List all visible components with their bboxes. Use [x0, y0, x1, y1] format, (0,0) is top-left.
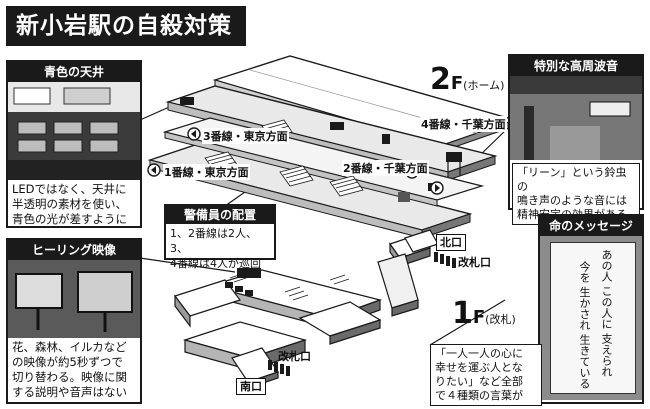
high-frequency-line: 鳴き声のような音には [517, 194, 627, 207]
guards-text: 1、2番線は2人、3、 4番線は4人が巡回 [166, 224, 274, 273]
panel-healing-video: ヒーリング映像 花、森林、イルカなど の映像が約5秒ずつで 切り替わる。映像に関… [6, 238, 142, 404]
track-3-label: 3番線・東京方面 [202, 128, 289, 144]
life-message-line: で４種類の言葉が [435, 389, 523, 402]
healing-heading: ヒーリング映像 [8, 240, 140, 260]
healing-photo [8, 260, 140, 338]
blue-ceiling-text: LEDではなく、天井に 半透明の素材を使い、 青色の光が差すように [8, 180, 140, 229]
track-1-label: 1番線・東京方面 [163, 164, 250, 180]
floor-1f-suffix: F [472, 307, 486, 328]
concourse-stairs [229, 272, 350, 301]
healing-line: 切り替わる。映像に関 [12, 370, 127, 384]
high-frequency-photo [510, 76, 642, 160]
south-exit-label: 南口 [236, 378, 266, 395]
poster-line: あの人 この人に 支えられ [600, 249, 613, 377]
north-gate-label: 改札口 [458, 256, 491, 269]
ceiling-photo-art [8, 82, 140, 180]
life-message-poster: あの人 この人に 支えられ 今を 生かされ 生きている [540, 236, 642, 400]
healing-photo-art [8, 260, 140, 338]
poster-board: あの人 この人に 支えられ 今を 生かされ 生きている [550, 242, 636, 394]
north-exit-label: 北口 [436, 234, 466, 251]
poster-line: 今を 生かされ 生きている [578, 261, 591, 389]
healing-line: する説明や音声はない [12, 385, 127, 399]
blue-ceiling-line: LEDではなく、天井に [12, 182, 127, 196]
floor-1f-name: (改札) [485, 313, 516, 326]
panel-life-message: 命のメッセージ あの人 この人に 支えられ 今を 生かされ 生きている [538, 214, 644, 404]
blue-ceiling-line: 青色の光が差すように [12, 212, 127, 226]
page-title: 新小岩駅の自殺対策 [6, 6, 246, 46]
track-2-label: 2番線・千葉方面 [342, 160, 429, 176]
panel-guards: 警備員の配置 1、2番線は2人、3、 4番線は4人が巡回 [164, 204, 276, 270]
floor-2f-label: 2F(ホーム) [430, 62, 504, 97]
high-frequency-line: 「リーン」という鈴虫の [517, 166, 627, 193]
life-message-callout: 「一人一人の心に 幸せを運ぶ人とな りたい」など全部 で４種類の言葉が [430, 344, 542, 406]
life-message-line: 幸せを運ぶ人とな [435, 361, 523, 374]
screen-markers [225, 268, 261, 296]
blue-ceiling-heading: 青色の天井 [8, 62, 140, 82]
healing-line: 花、森林、イルカなど [12, 340, 127, 354]
guards-heading: 警備員の配置 [166, 206, 274, 224]
healing-line: の映像が約5秒ずつで [12, 355, 123, 369]
floor-2f-suffix: F [450, 73, 464, 94]
panel-blue-ceiling: 青色の天井 LEDではなく、天井に 半透明の素材を使い、 青色の光が差すように [6, 60, 142, 228]
speaker-photo-art [510, 76, 642, 160]
south-gate-label: 改札口 [278, 350, 311, 363]
floor-1f-number: 1 [452, 296, 473, 331]
floor-2f-number: 2 [430, 62, 451, 97]
floor-1f-label: 1F(改札) [452, 296, 516, 331]
floor-2f-name: (ホーム) [463, 79, 505, 92]
healing-text: 花、森林、イルカなど の映像が約5秒ずつで 切り替わる。映像に関 する説明や音声… [8, 338, 140, 402]
guards-line: 1、2番線は2人、3、 [170, 227, 257, 255]
blue-ceiling-photo [8, 82, 140, 180]
guards-line: 4番線は4人が巡回 [170, 257, 261, 270]
track-4-label: 4番線・千葉方面 [420, 116, 507, 132]
high-frequency-heading: 特別な高周波音 [510, 56, 642, 76]
blue-ceiling-line: 半透明の素材を使い、 [12, 197, 127, 211]
panel-high-frequency: 特別な高周波音 「リーン」という鈴虫の 鳴き声のような音には 精神安定の効果があ… [508, 54, 644, 225]
life-message-line: りたい」など全部 [435, 375, 523, 388]
ticket-gates [268, 252, 456, 376]
life-message-line: 「一人一人の心に [435, 347, 523, 360]
life-message-heading: 命のメッセージ [540, 216, 642, 236]
